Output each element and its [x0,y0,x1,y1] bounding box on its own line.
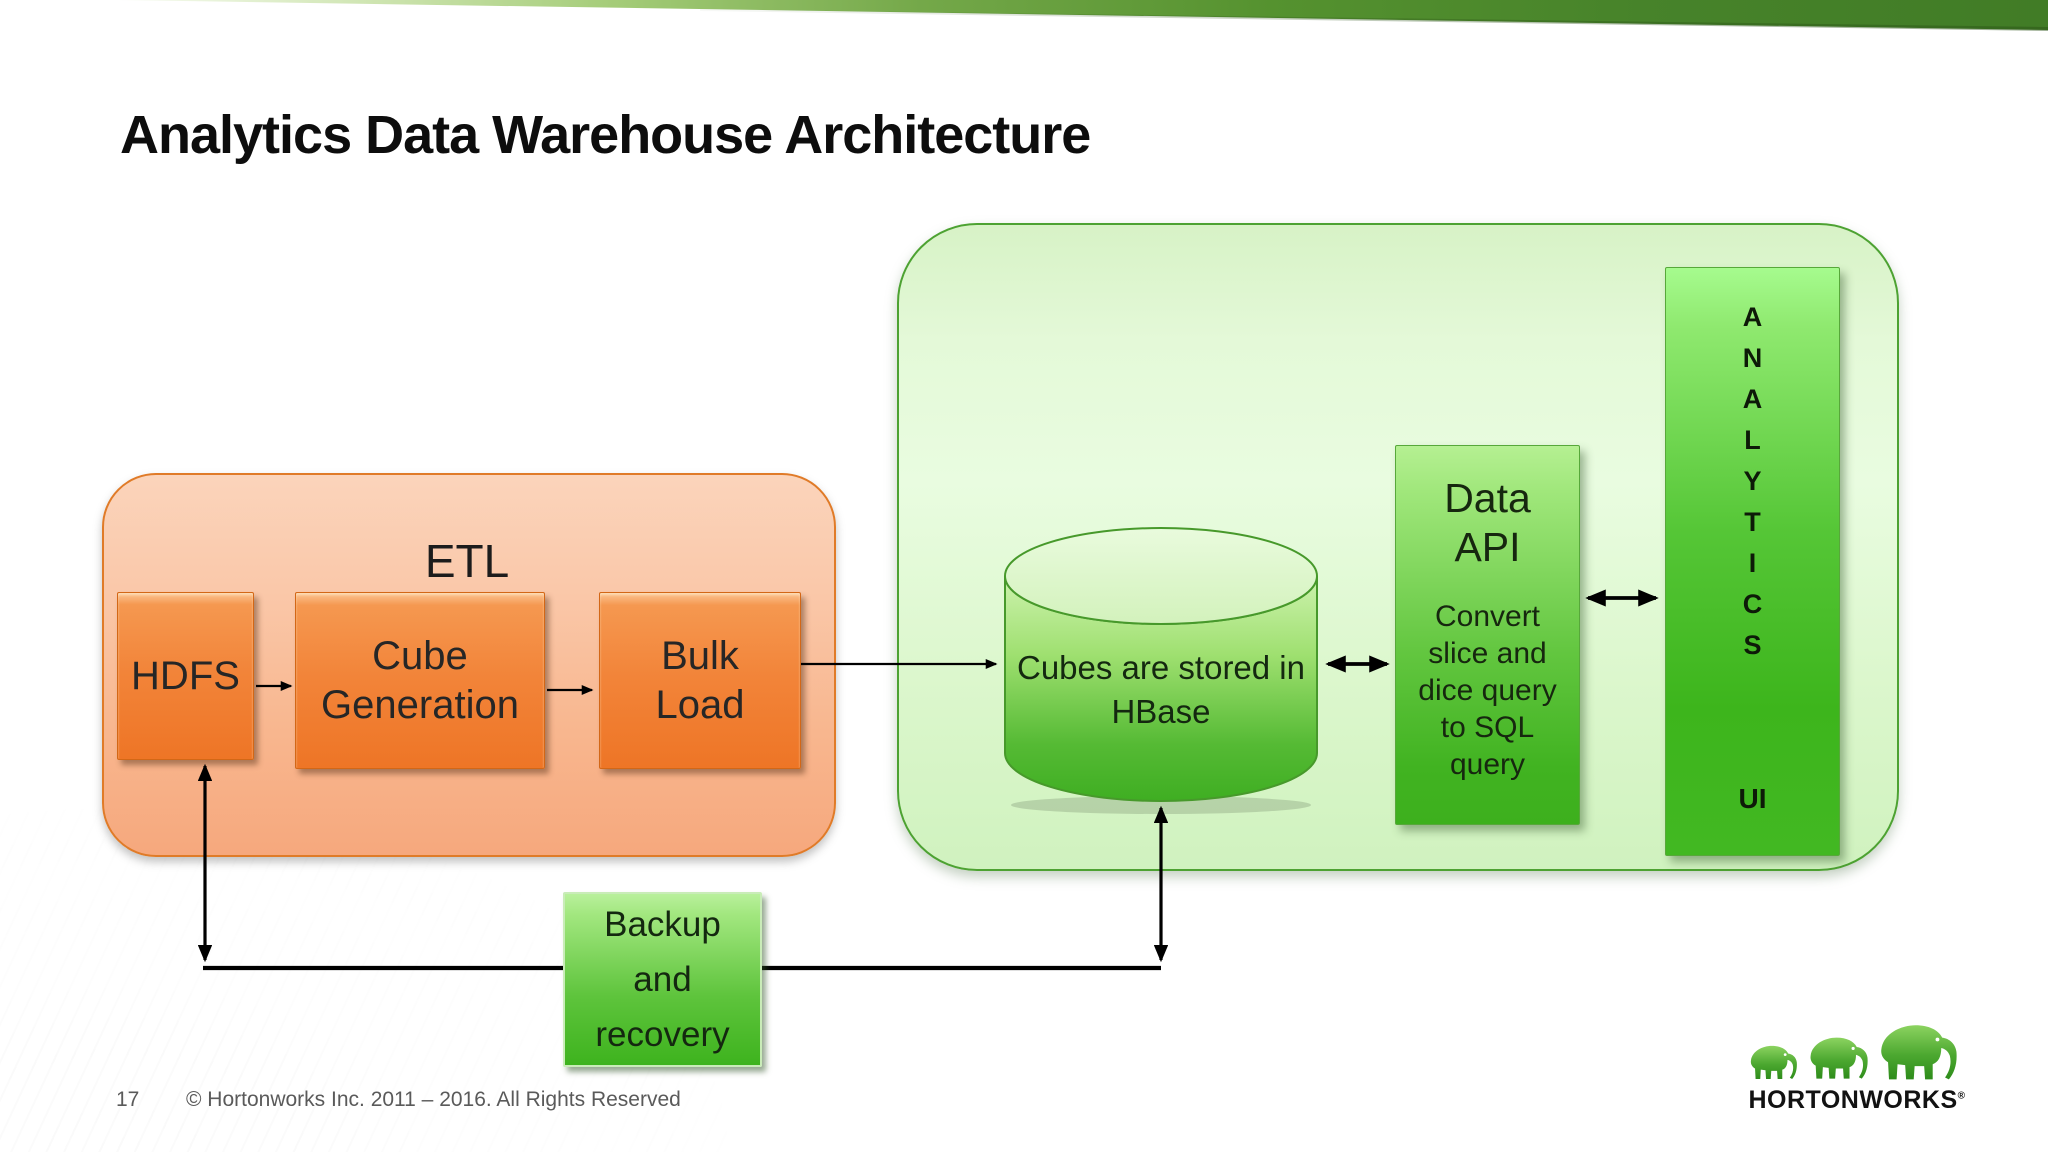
cube-generation-line1: Cube [372,633,468,678]
analytics-letter: S [1743,630,1762,660]
analytics-letter: L [1744,425,1761,455]
data-api-title-line2: API [1454,524,1521,570]
analytics-letter: A [1742,302,1763,332]
analytics-letter: I [1748,548,1757,578]
backup-recovery-label: Backup and recovery [565,897,760,1062]
backup-recovery-box: Backup and recovery [563,892,762,1067]
data-api-body-line5: query [1449,748,1526,781]
hbase-cylinder-icon [1004,527,1318,814]
bulk-load-line1: Bulk [661,633,739,678]
page-number: 17 [116,1088,140,1111]
data-api-body-line3: dice query [1418,674,1557,707]
data-api-body-line2: slice and [1428,637,1547,670]
top-ribbon [0,0,2048,30]
cube-generation-line2: Generation [321,682,519,727]
wordmark-text: HORTONWORKS [1748,1086,1958,1114]
analytics-vertical-label: A N A L Y T I C S [1666,297,1839,666]
analytics-letter: N [1742,343,1763,373]
elephant-large-icon [1881,1025,1957,1080]
hortonworks-wordmark: HORTONWORKS® [1742,1086,1972,1115]
backup-line2: and [633,960,692,999]
hbase-cylinder-label: Cubes are stored in HBase [1008,646,1314,734]
elephant-medium-icon [1810,1037,1868,1079]
bulk-load-label: Bulk Load [656,632,745,730]
registered-mark: ® [1957,1090,1966,1102]
bulk-load-line2: Load [655,682,745,727]
cube-generation-box: Cube Generation [295,592,545,769]
copyright-text: © Hortonworks Inc. 2011 – 2016. All Righ… [186,1088,681,1111]
bulk-load-box: Bulk Load [599,592,801,769]
three-elephants-icon [1750,1025,1957,1080]
hbase-line1: Cubes are stored in [1017,649,1305,686]
data-api-body-line1: Convert [1434,600,1541,633]
etl-group-label: ETL [424,535,510,587]
data-api-title-line1: Data [1444,475,1531,521]
data-api-description: Convert slice and dice query to SQL quer… [1396,598,1579,783]
hortonworks-logo: HORTONWORKS® [1742,1012,1972,1120]
backup-line1: Backup [604,905,721,944]
analytics-letter: T [1744,507,1761,537]
cube-generation-label: Cube Generation [321,632,519,730]
analytics-letter: C [1742,589,1763,619]
hbase-line2: HBase [1111,693,1211,730]
ui-label: UI [1738,783,1767,814]
page-title: Analytics Data Warehouse Architecture [120,105,1091,165]
data-api-title: Data API [1396,474,1579,572]
analytics-ui-box: A N A L Y T I C S UI [1665,267,1840,856]
analytics-letter: A [1742,384,1763,414]
hdfs-label: HDFS [131,653,240,698]
elephant-small-icon [1750,1045,1797,1079]
analytics-letter: Y [1743,466,1762,496]
backup-line3: recovery [595,1015,730,1054]
hdfs-box: HDFS [117,592,254,760]
data-api-box: Data API Convert slice and dice query to… [1395,445,1580,825]
data-api-body-line4: to SQL [1440,711,1535,744]
